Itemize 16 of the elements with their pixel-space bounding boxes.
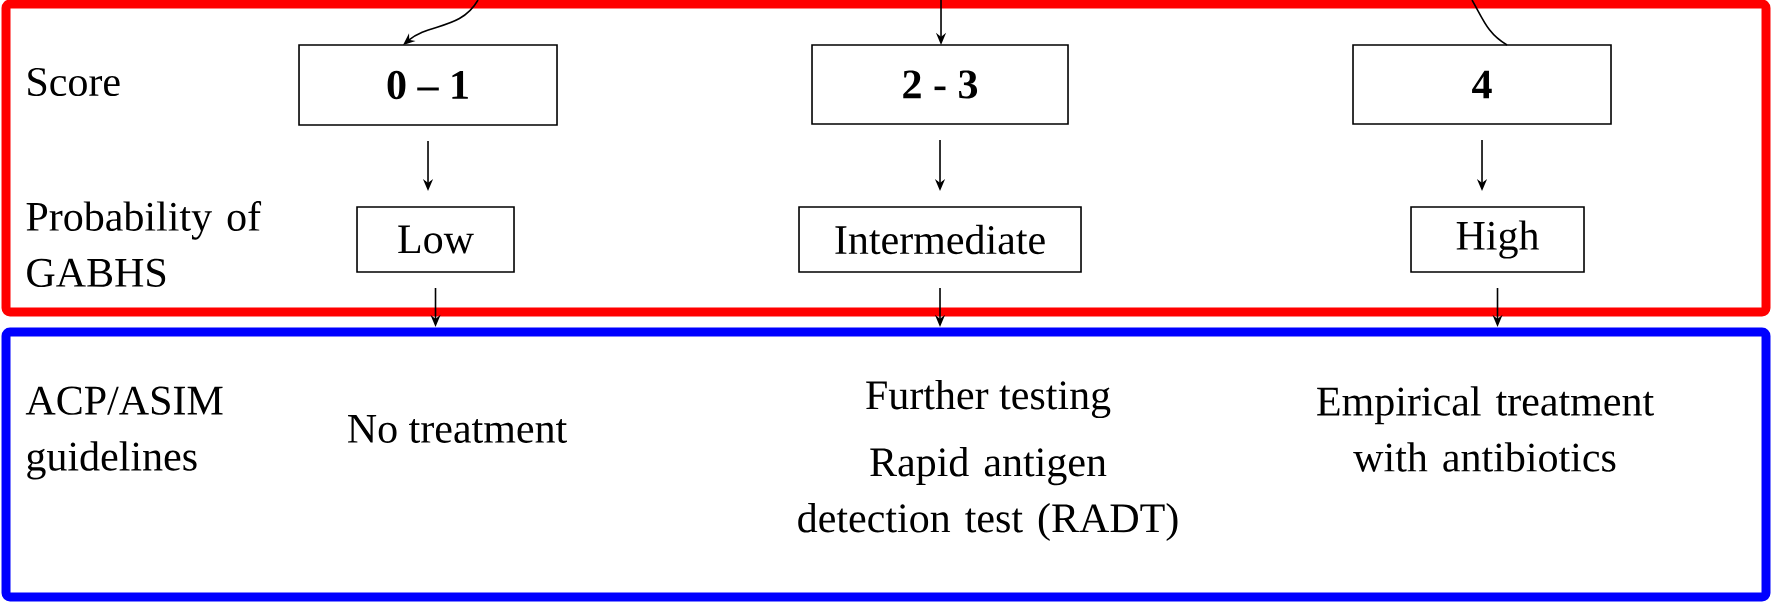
guideline-text: Further testing bbox=[866, 379, 1111, 419]
guideline-text: No treatment bbox=[348, 415, 567, 443]
score-box: 4 bbox=[1352, 44, 1612, 125]
row-label: Score bbox=[28, 67, 120, 97]
frame bbox=[1, 0, 1771, 317]
row-label: ACP/ASIM guidelines bbox=[25, 386, 223, 480]
frame bbox=[1, 327, 1771, 602]
score-box: 0 – 1 bbox=[298, 44, 558, 126]
score-box: 2 - 3 bbox=[811, 44, 1069, 125]
guideline-text: Rapid antigen detection test (RADT) bbox=[798, 446, 1178, 542]
probability-box: Intermediate bbox=[798, 206, 1082, 273]
row-label: Probability of GABHS bbox=[26, 201, 262, 287]
probability-box: Low bbox=[356, 206, 515, 273]
arrow bbox=[403, 0, 479, 45]
guideline-text: Empirical treatment with antibiotics bbox=[1317, 386, 1654, 472]
probability-box: High bbox=[1410, 206, 1585, 273]
